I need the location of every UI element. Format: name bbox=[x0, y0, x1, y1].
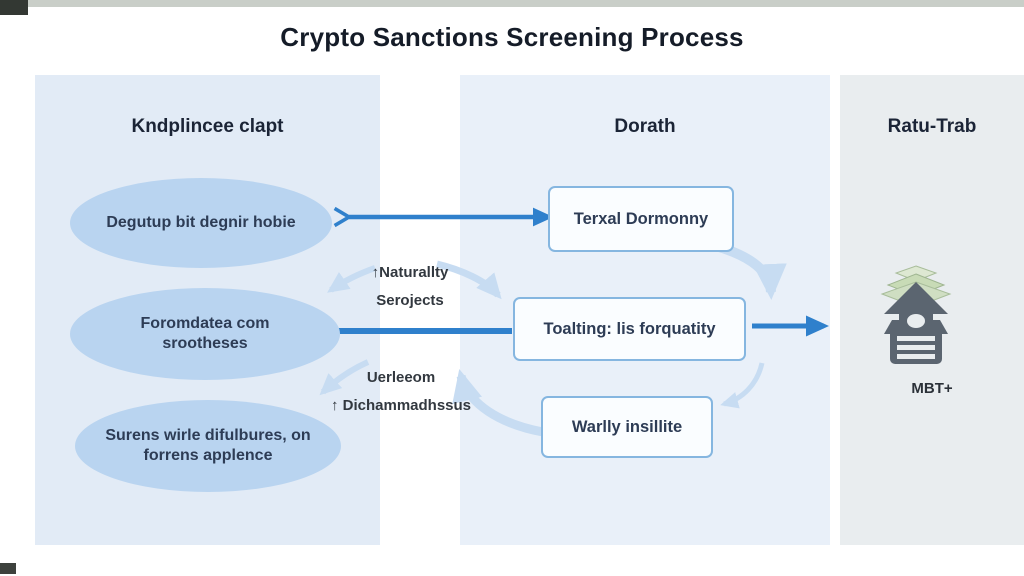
middle-column-header: Dorath bbox=[614, 116, 676, 137]
ellipse-1-label: Degutup bit degnir hobie bbox=[106, 214, 296, 231]
right-column-header: Ratu-Trab bbox=[887, 116, 977, 137]
connector-label-lower: Uerleeom ↑ Dichammadhssus bbox=[326, 364, 476, 420]
connector-label-upper: ↑Naturallty Serojects bbox=[340, 259, 480, 315]
photo-corner-mark-bottom bbox=[0, 563, 16, 574]
box-1-label: Terxal Dormonny bbox=[573, 209, 709, 228]
ellipse-2-label: Foromdatea com srootheses bbox=[140, 315, 270, 352]
process-node-ellipse-1: Degutup bit degnir hobie bbox=[70, 178, 332, 268]
process-node-ellipse-2: Foromdatea com srootheses bbox=[70, 288, 340, 380]
left-column-header: Kndplincee clapt bbox=[131, 116, 284, 137]
box-2-label: Toalting: lis forquatity bbox=[543, 319, 716, 338]
box-3-label: Warlly insillite bbox=[571, 417, 683, 436]
process-node-box-1: Terxal Dormonny bbox=[548, 186, 734, 252]
connector-label-upper-line1: ↑Naturallty bbox=[371, 264, 449, 281]
ellipse-3-label: Surens wirle difulbures, on forrens appl… bbox=[105, 427, 311, 464]
connector-label-lower-line1: Uerleeom bbox=[366, 369, 436, 386]
connector-label-upper-line2: Serojects bbox=[376, 291, 444, 309]
process-node-box-2: Toalting: lis forquatity bbox=[513, 297, 746, 361]
connector-label-lower-line2: ↑ Dichammadhssus bbox=[330, 396, 472, 414]
process-node-ellipse-3: Surens wirle difulbures, on forrens appl… bbox=[75, 400, 341, 492]
diagram-title: Crypto Sanctions Screening Process bbox=[280, 22, 744, 52]
right-column-icon-label: MBT+ bbox=[911, 380, 953, 397]
process-node-box-3: Warlly insillite bbox=[541, 396, 713, 458]
money-stack-house-icon bbox=[878, 264, 954, 368]
photo-corner-mark-top bbox=[0, 0, 28, 15]
photo-edge-strip bbox=[0, 0, 1024, 7]
